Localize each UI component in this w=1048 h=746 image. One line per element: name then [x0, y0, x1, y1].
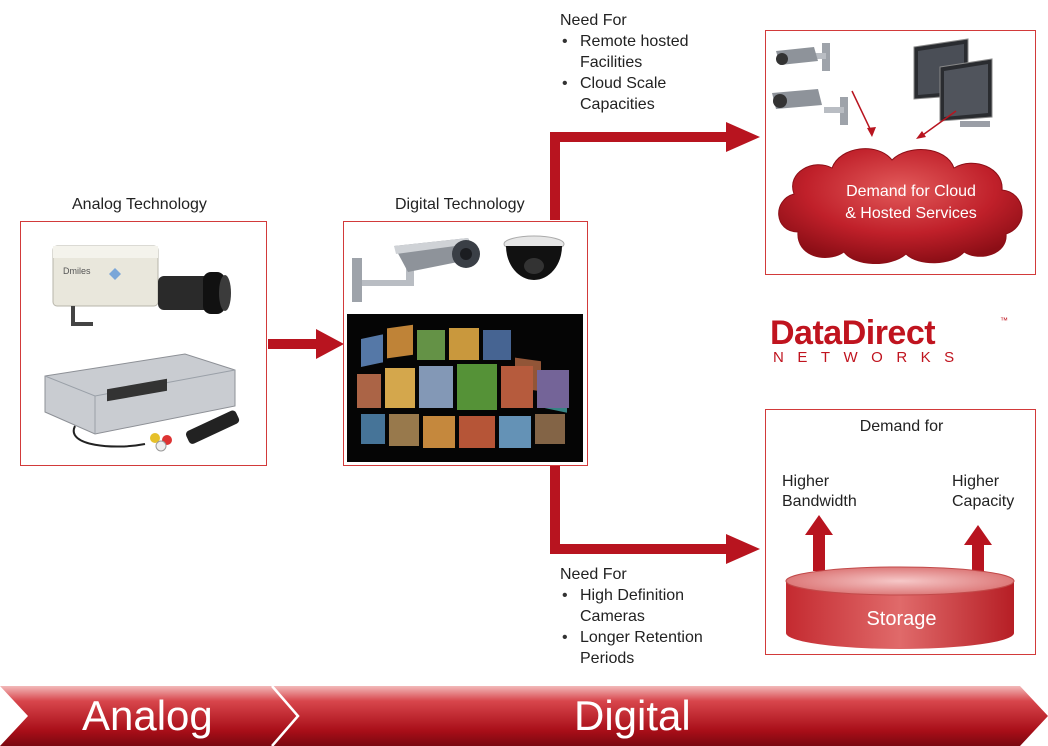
bottom-need-block: Need For High Definition Cameras Longer …: [560, 564, 760, 669]
logo-tm: ™: [1000, 316, 1008, 325]
cloud-label: Demand for Cloud & Hosted Services: [806, 181, 1016, 225]
top-need-item: Remote hosted Facilities: [560, 31, 720, 73]
digital-box: [343, 221, 588, 466]
top-need-block: Need For Remote hosted Facilities Cloud …: [560, 10, 740, 115]
banner-analog-label: Analog: [82, 692, 213, 739]
storage-box-title: Demand for: [859, 418, 944, 435]
banner-digital-label: Digital: [574, 692, 691, 739]
storage-cylinder-icon: [785, 566, 1015, 649]
analog-digital-banner: [0, 685, 1048, 746]
capacity-up-arrow: [964, 525, 992, 571]
video-wall-image: [347, 314, 583, 462]
cloud-label-line1: Demand for Cloud: [846, 183, 976, 200]
vcr-icon: [44, 353, 240, 452]
arrow-analog-to-digital: [268, 329, 344, 359]
higher-bandwidth-line2: Bandwidth: [782, 493, 857, 510]
cloud-box: Demand for Cloud & Hosted Services: [765, 30, 1036, 275]
cloud-icon: [778, 148, 1023, 265]
storage-box: Demand for Higher Bandwidth Higher Capac…: [765, 409, 1036, 655]
bandwidth-up-arrow: [805, 515, 833, 571]
higher-bandwidth-line1: Higher: [782, 473, 830, 490]
svg-text:Dmiles: Dmiles: [63, 266, 91, 276]
higher-capacity-line1: Higher: [952, 473, 1000, 490]
arrow-digital-to-cloud: [550, 122, 760, 220]
datadirect-logo: DataDirect ™ NETWORKS: [770, 316, 1010, 366]
higher-capacity-label: Higher Capacity: [952, 472, 1014, 512]
analog-box: Dmiles: [20, 221, 267, 466]
cloud-inflow-arrows: [851, 90, 957, 139]
security-camera-icon: [352, 238, 480, 302]
analog-camera-icon: Dmiles: [52, 245, 231, 326]
dome-camera-icon: [503, 235, 565, 280]
storage-label: Storage: [866, 608, 937, 630]
cloud-label-line2: & Hosted Services: [845, 205, 977, 222]
digital-title: Digital Technology: [395, 196, 525, 213]
arrow-digital-to-storage: [550, 466, 760, 564]
bottom-need-item: Longer Retention Periods: [560, 627, 740, 669]
bottom-need-item: High Definition Cameras: [560, 585, 740, 627]
monitors-icon: [913, 38, 993, 127]
top-need-heading: Need For: [560, 12, 627, 29]
analog-title: Analog Technology: [72, 196, 207, 213]
logo-subtitle: NETWORKS: [773, 349, 968, 366]
higher-capacity-line2: Capacity: [952, 493, 1015, 510]
cloud-cameras-icon: [772, 43, 848, 125]
bottom-need-heading: Need For: [560, 566, 627, 583]
higher-bandwidth-label: Higher Bandwidth: [782, 472, 857, 512]
top-need-item: Cloud Scale Capacities: [560, 73, 720, 115]
logo-wordmark: DataDirect: [770, 314, 936, 352]
